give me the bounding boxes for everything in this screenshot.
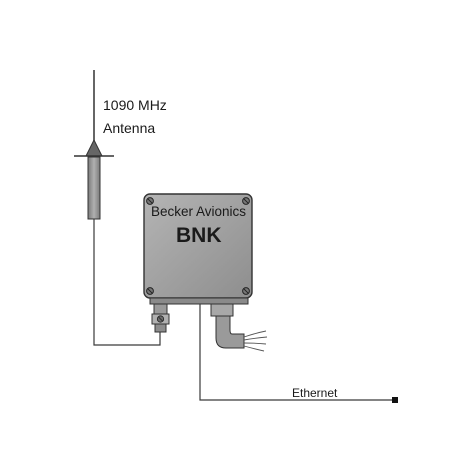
antenna-frequency-label: 1090 MHz bbox=[103, 97, 167, 113]
cable-wires bbox=[243, 330, 268, 352]
housing-screw-bottom-left bbox=[146, 287, 154, 295]
antenna-type-label: Antenna bbox=[103, 120, 156, 136]
antenna bbox=[74, 70, 114, 220]
housing-screw-top-right bbox=[242, 197, 250, 205]
device-manufacturer-label: Becker Avionics bbox=[151, 204, 247, 219]
device-model-label: BNK bbox=[176, 224, 222, 247]
housing-screw-top-left bbox=[146, 197, 154, 205]
housing-flange bbox=[149, 297, 249, 305]
power-cable bbox=[210, 303, 268, 352]
antenna-cable bbox=[93, 219, 161, 346]
housing-screw-bottom-right bbox=[242, 287, 250, 295]
antenna-cone bbox=[85, 138, 103, 157]
cable-gland bbox=[210, 303, 234, 317]
bnk-housing bbox=[143, 193, 253, 305]
ethernet-cable bbox=[199, 304, 393, 401]
cable-jacket bbox=[215, 315, 245, 349]
antenna-mast bbox=[87, 156, 101, 220]
ethernet-label: Ethernet bbox=[292, 386, 338, 400]
rf-connector bbox=[151, 303, 170, 333]
ethernet-terminal bbox=[392, 397, 398, 403]
